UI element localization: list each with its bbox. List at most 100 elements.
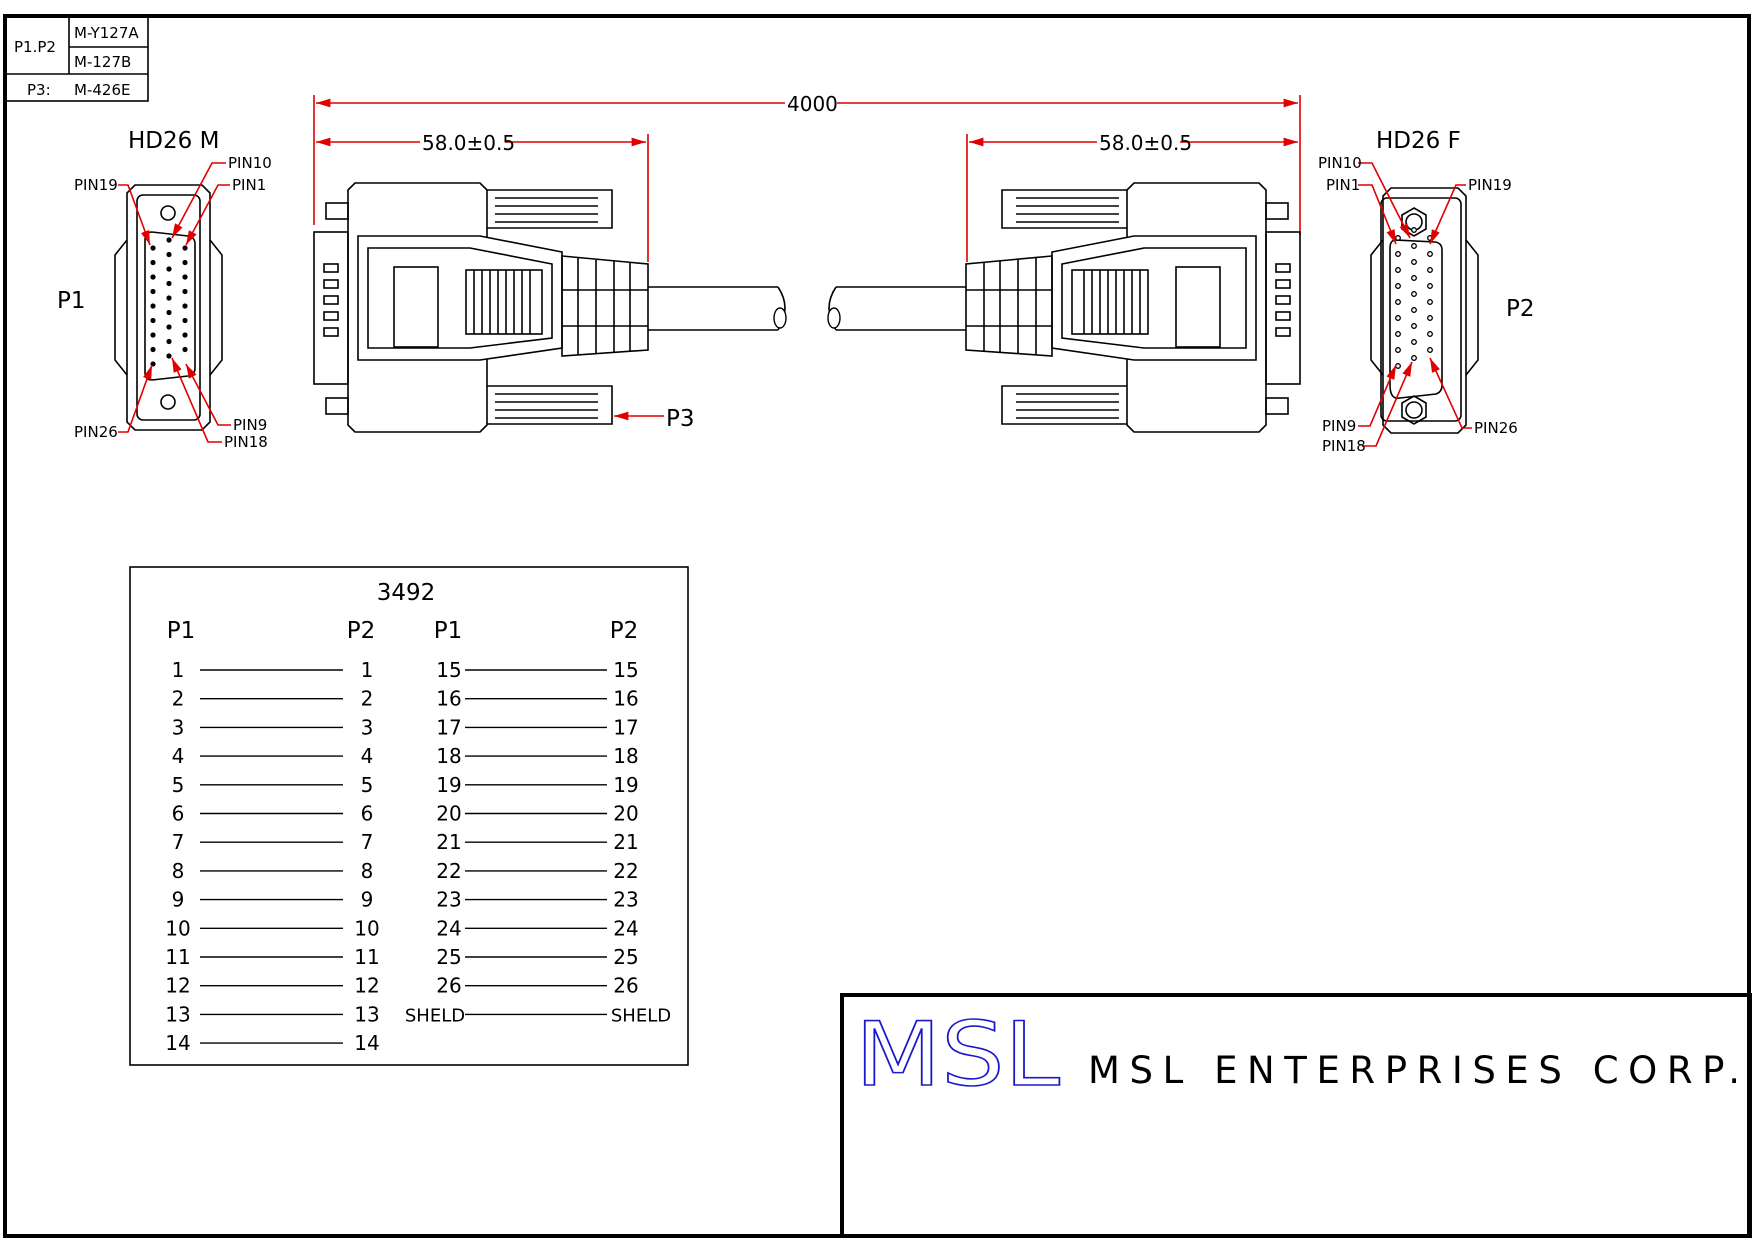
p2-pin: 11 [354,945,379,969]
p1-pin: 13 [165,1002,190,1026]
pin [182,259,188,266]
pin1-label: PIN1 [1326,176,1360,194]
p1p2-part-a: M-Y127A [74,24,139,42]
pin-socket [1411,227,1417,233]
pin [182,274,188,280]
p2-pin: 25 [613,945,638,969]
p2-pin: 12 [354,974,379,998]
pin [182,245,188,251]
right-connector-length-dimension: 58.0±0.5 [1099,131,1192,155]
p2-pin: 3 [361,715,374,739]
pin-socket [1427,299,1433,305]
pin [150,274,156,280]
pin [182,303,188,309]
p2-pin: 15 [613,658,638,682]
p2-pin: 20 [613,802,638,826]
wiring-row: 13 13 [165,1002,379,1026]
pin [182,346,188,353]
wiring-table-title: 3492 [377,580,436,606]
pin-socket [1411,291,1417,297]
p2-pin: 18 [613,744,638,768]
pin10-label: PIN10 [228,154,272,172]
pin [150,317,156,324]
pin26-label: PIN26 [1474,419,1518,437]
company-name: MSL ENTERPRISES CORP. [1088,1049,1740,1092]
header-p1-left: P1 [167,618,196,644]
p1-pin: 23 [436,888,461,912]
pin [182,317,188,324]
right-face-title: HD26 F [1376,128,1461,154]
right-connector-side-view [827,182,1301,433]
pin26-label: PIN26 [74,423,118,441]
p2-pin: 6 [361,802,374,826]
pin [182,332,188,338]
pin-socket [1427,267,1433,273]
p1p2-label: P1.P2 [14,38,56,56]
pin-socket [1395,267,1401,273]
p3-callout: P3 [666,406,695,432]
dimension-lines: 4000 58.0±0.5 58.0±0.5 [313,92,1301,262]
p2-pin: 10 [354,916,379,940]
header-p2-left: P2 [347,618,376,644]
p2-pin: 14 [354,1031,379,1055]
pin9-label: PIN9 [1322,417,1356,435]
p2-pin: 2 [361,687,374,711]
pin1-label: PIN1 [232,176,266,194]
overall-length-dimension: 4000 [787,92,838,116]
p1-pin: 19 [436,773,461,797]
pin [166,280,172,287]
p1-pin: 22 [436,859,461,883]
pin18-label: PIN18 [1322,437,1366,455]
msl-logo: MSL [855,1003,1060,1106]
pin-socket [1411,355,1417,361]
p1-pin: 11 [165,945,190,969]
p1p2-part-b: M-127B [74,53,131,71]
pin [166,338,172,345]
header-p2-right: P2 [610,618,639,644]
p2-pin: 5 [361,773,374,797]
p2-pin: 21 [613,830,638,854]
p1-pin: 20 [436,802,461,826]
pin-socket [1411,307,1417,313]
pin-socket [1411,323,1417,329]
p2-pin: SHELD [611,1005,671,1026]
pin [166,353,172,359]
left-connector-length-dimension: 58.0±0.5 [422,131,515,155]
pin-socket [1411,339,1417,345]
pin19-label: PIN19 [1468,176,1512,194]
header-p1-right: P1 [434,618,463,644]
pin10-label: PIN10 [1318,154,1362,172]
pin [150,245,156,251]
p2-pin: 13 [354,1002,379,1026]
p2-pin: 7 [361,830,374,854]
p2-pin: 24 [613,916,638,940]
p1-pin: 5 [172,773,185,797]
p2-pin: 22 [613,859,638,883]
pin-socket [1427,251,1433,257]
p1-pin: 17 [436,715,461,739]
p1-pin: 9 [172,888,185,912]
p2-pin: 26 [613,974,638,998]
p1-pin: SHELD [405,1005,465,1026]
p2-pin: 8 [361,859,374,883]
p1-pin: 2 [172,687,185,711]
pin19-label: PIN19 [74,176,118,194]
title-block: MSL MSL ENTERPRISES CORP. [840,993,1752,1238]
p2-pin: 4 [361,744,374,768]
pin [150,346,156,353]
pin [166,324,172,330]
pin18-label: PIN18 [224,433,268,451]
pin-socket [1411,259,1417,265]
